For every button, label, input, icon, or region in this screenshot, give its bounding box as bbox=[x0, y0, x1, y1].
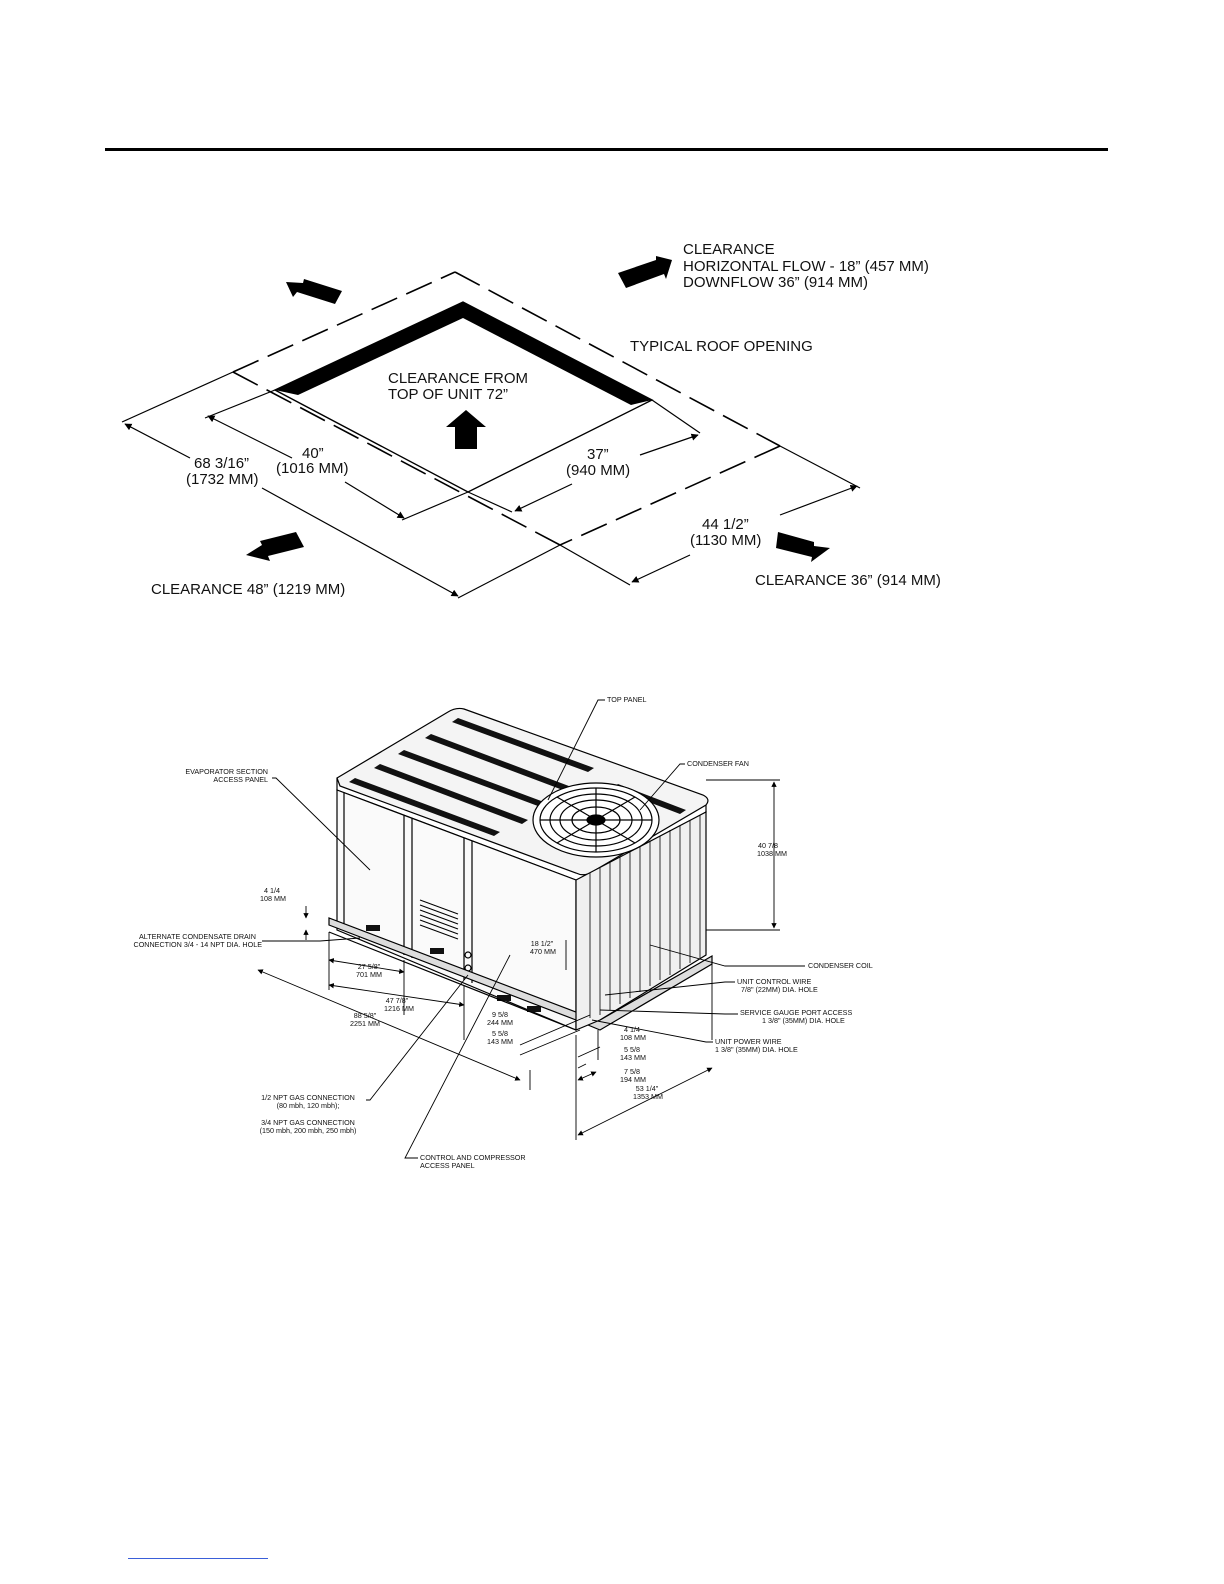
clearance-left-label: CLEARANCE 48” (1219 MM) bbox=[151, 581, 345, 598]
height-mm: 1038 MM bbox=[757, 849, 787, 858]
dim-opening-length-in: 40” bbox=[302, 445, 324, 462]
arrow-upper-left-icon bbox=[286, 279, 342, 304]
arrow-up-icon bbox=[446, 410, 486, 449]
clearance-from-top-line2: TOP OF UNIT 72” bbox=[388, 386, 508, 403]
evap-line2: ACCESS PANEL bbox=[213, 775, 268, 784]
d-5b-in: 5 5/8 bbox=[624, 1045, 640, 1054]
d-9-mm: 244 MM bbox=[487, 1018, 513, 1027]
arrow-upper-right-icon bbox=[618, 256, 672, 288]
upw-line2: 1 3/8" (35MM) DIA. HOLE bbox=[715, 1045, 798, 1054]
sgp-line1: SERVICE GAUGE PORT ACCESS bbox=[740, 1008, 852, 1017]
d-53-mm: 1353 MM bbox=[633, 1092, 663, 1101]
clearance-from-top-line1: CLEARANCE FROM bbox=[388, 370, 528, 387]
louvers bbox=[419, 899, 459, 940]
d-88-in: 88 5/8" bbox=[354, 1011, 377, 1020]
evap-line1: EVAPORATOR SECTION bbox=[185, 767, 268, 776]
clearance-top-line3: DOWNFLOW 36” (914 MM) bbox=[683, 274, 868, 291]
d-47-mm: 1216 MM bbox=[384, 1004, 414, 1013]
d-47-in: 47 7/8" bbox=[386, 996, 409, 1005]
dim-length-mm: (1732 MM) bbox=[186, 471, 259, 488]
d-5b-mm: 143 MM bbox=[620, 1053, 646, 1062]
d-4-1-4-mm: 108 MM bbox=[260, 894, 286, 903]
dim-opening-length-mm: (1016 MM) bbox=[276, 460, 349, 477]
d-53-in: 53 1/4" bbox=[636, 1084, 659, 1093]
gas-line4: (150 mbh, 200 mbh, 250 mbh) bbox=[260, 1126, 357, 1135]
clearance-diagram: CLEARANCE HORIZONTAL FLOW - 18” (457 MM)… bbox=[121, 241, 941, 599]
d-5a-in: 5 5/8 bbox=[492, 1029, 508, 1038]
dim-width-in: 44 1/2” bbox=[702, 516, 749, 533]
extension-lines bbox=[121, 371, 861, 599]
gas-line1: 1/2 NPT GAS CONNECTION bbox=[261, 1093, 355, 1102]
roof-opening bbox=[273, 301, 654, 493]
condenser-fan-icon bbox=[532, 782, 660, 858]
d-4b-in: 4 1/4 bbox=[624, 1025, 640, 1034]
dim-opening-width-mm: (940 MM) bbox=[566, 462, 630, 479]
d-7-mm: 194 MM bbox=[620, 1075, 646, 1084]
d-9-in: 9 5/8 bbox=[492, 1010, 508, 1019]
ucw-line1: UNIT CONTROL WIRE bbox=[737, 977, 811, 986]
d-4b-mm: 108 MM bbox=[620, 1033, 646, 1042]
ctrl-line1: CONTROL AND COMPRESSOR bbox=[420, 1153, 526, 1162]
gas-line2: (80 mbh, 120 mbh); bbox=[277, 1101, 340, 1110]
airflow-arrows bbox=[246, 256, 830, 562]
clearance-right-label: CLEARANCE 36” (914 MM) bbox=[755, 572, 941, 589]
top-panel-label: TOP PANEL bbox=[607, 695, 647, 704]
dimension-lines bbox=[124, 415, 858, 597]
unit-diagram: TOP PANEL CONDENSER FAN EVAPORATOR SECTI… bbox=[134, 695, 873, 1170]
d-18-in: 18 1/2" bbox=[531, 939, 554, 948]
ctrl-line2: ACCESS PANEL bbox=[420, 1161, 475, 1170]
sgp-line2: 1 3/8" (35MM) DIA. HOLE bbox=[762, 1016, 845, 1025]
arrow-lower-left-icon bbox=[246, 532, 304, 561]
dim-width-mm: (1130 MM) bbox=[690, 532, 761, 549]
alt-drain-line1: ALTERNATE CONDENSATE DRAIN bbox=[139, 932, 256, 941]
d-27-in: 27 5/8" bbox=[358, 962, 381, 971]
condenser-coil-label: CONDENSER COIL bbox=[808, 961, 873, 970]
d-88-mm: 2251 MM bbox=[350, 1019, 380, 1028]
dim-length-in: 68 3/16” bbox=[194, 455, 249, 472]
d-27-mm: 701 MM bbox=[356, 970, 382, 979]
gas-port-icon bbox=[464, 951, 472, 959]
d-5a-mm: 143 MM bbox=[487, 1037, 513, 1046]
unit-dimension-lines bbox=[257, 779, 780, 1140]
typical-roof-opening-label: TYPICAL ROOF OPENING bbox=[630, 338, 813, 355]
gas-line3: 3/4 NPT GAS CONNECTION bbox=[261, 1118, 355, 1127]
clearance-top-line1: CLEARANCE bbox=[683, 241, 775, 258]
alt-drain-line2: CONNECTION 3/4 - 14 NPT DIA. HOLE bbox=[134, 940, 263, 949]
d-7-in: 7 5/8 bbox=[624, 1067, 640, 1076]
height-in: 40 7/8 bbox=[758, 841, 778, 850]
footer-link-underline bbox=[128, 1558, 268, 1559]
dim-opening-width-in: 37” bbox=[587, 446, 609, 463]
header-rule bbox=[105, 148, 1108, 151]
arrow-lower-right-icon bbox=[776, 532, 830, 562]
clearance-top-line2: HORIZONTAL FLOW - 18” (457 MM) bbox=[683, 258, 929, 275]
unit-outline-dashed bbox=[232, 271, 781, 546]
d-4-1-4-in: 4 1/4 bbox=[264, 886, 280, 895]
ucw-line2: 7/8" (22MM) DIA. HOLE bbox=[741, 985, 818, 994]
condenser-fan-label: CONDENSER FAN bbox=[687, 759, 749, 768]
d-18-mm: 470 MM bbox=[530, 947, 556, 956]
upw-line1: UNIT POWER WIRE bbox=[715, 1037, 782, 1046]
